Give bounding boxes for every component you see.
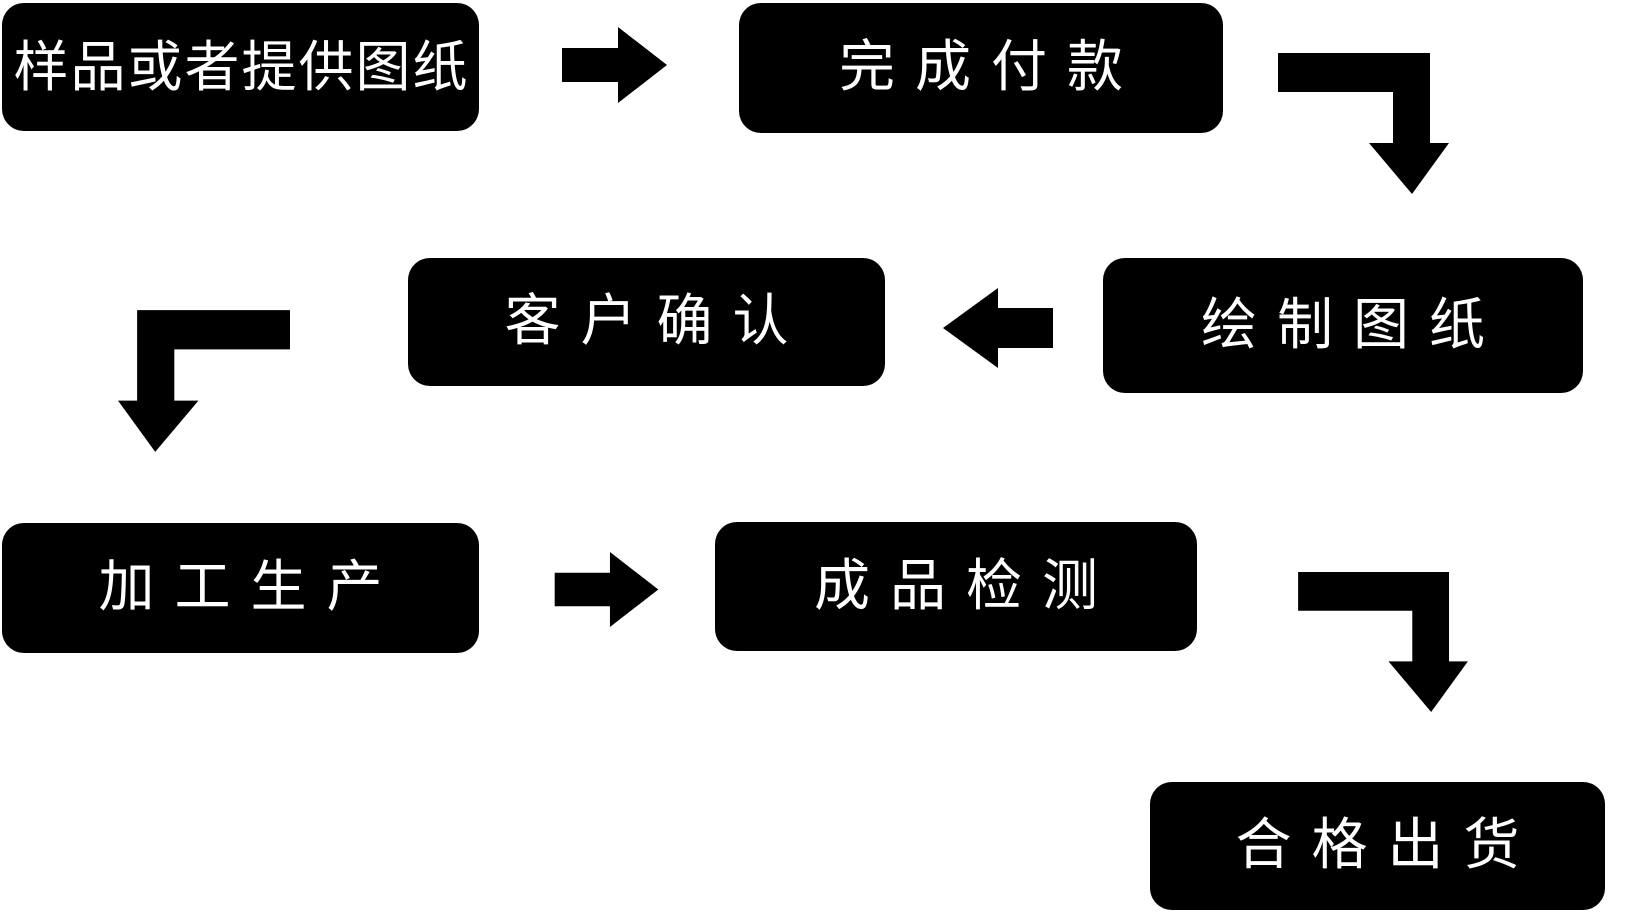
node-label-finished-product-inspection: 成品检测: [814, 553, 1118, 619]
flow-node-customer-confirm: 客户确认: [408, 258, 885, 386]
arrow-right-icon: [562, 27, 667, 103]
elbow-arrow-down-right-icon: [1278, 53, 1449, 194]
node-label-complete-payment: 完成付款: [839, 35, 1143, 100]
flow-node-sample-or-drawing: 样品或者提供图纸: [2, 3, 479, 131]
flow-node-draw-drawings: 绘制图纸: [1103, 258, 1583, 393]
flow-node-qualified-shipment: 合格出货: [1150, 782, 1605, 910]
flow-node-complete-payment: 完成付款: [739, 3, 1223, 133]
elbow-arrow-down-left-icon: [118, 310, 290, 452]
node-label-customer-confirm: 客户确认: [504, 289, 809, 354]
node-label-draw-drawings: 绘制图纸: [1201, 292, 1505, 358]
node-label-processing-production: 加工生产: [98, 555, 403, 620]
arrow-left-icon: [943, 288, 1053, 368]
node-label-qualified-shipment: 合格出货: [1235, 813, 1540, 878]
elbow-arrow-down-right-icon: [1298, 572, 1468, 712]
node-label-sample-or-drawing: 样品或者提供图纸: [13, 34, 470, 99]
arrow-right-icon: [554, 552, 659, 627]
flow-node-processing-production: 加工生产: [2, 523, 479, 653]
flow-node-finished-product-inspection: 成品检测: [715, 522, 1197, 651]
